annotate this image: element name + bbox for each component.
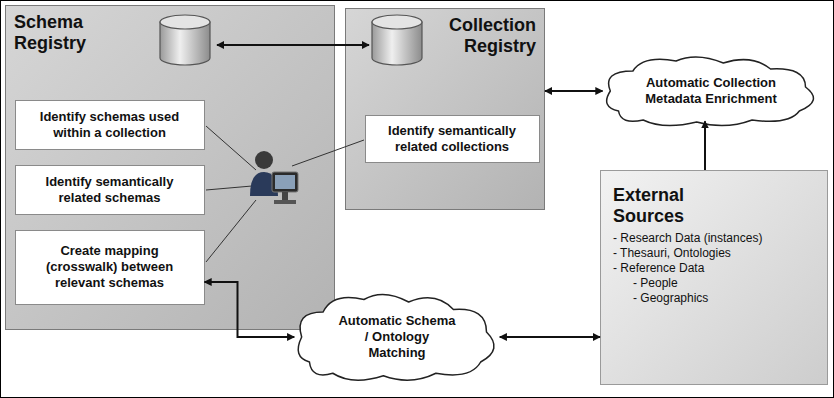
connector-arrow bbox=[545, 90, 603, 92]
list-item: - People bbox=[613, 276, 817, 291]
box-label: Identify semantically related schemas bbox=[16, 170, 204, 210]
task-box: Create mapping (crosswalk) between relev… bbox=[15, 230, 205, 305]
box-label: Create mapping (crosswalk) between relev… bbox=[16, 239, 204, 295]
database-cylinder bbox=[372, 15, 422, 65]
source-box: External Sources - Research Data (instanc… bbox=[600, 170, 828, 385]
box-label: Automatic Collection Metadata Enrichment bbox=[639, 75, 784, 107]
box-label: Automatic Schema / Ontology Matching bbox=[337, 313, 457, 361]
box-label: Identify semantically related collection… bbox=[366, 119, 539, 159]
task-box: Identify schemas used within a collectio… bbox=[15, 100, 205, 150]
connector-arrow bbox=[500, 336, 600, 338]
connector-arrow bbox=[217, 44, 369, 46]
box-title: Schema Registry bbox=[14, 12, 124, 54]
box-title: External Sources bbox=[613, 185, 723, 227]
process-cloud: Automatic Collection Metadata Enrichment bbox=[598, 55, 824, 127]
task-box: Identify semantically related schemas bbox=[15, 165, 205, 215]
list-item: - Geographics bbox=[613, 291, 817, 306]
user-icon bbox=[250, 151, 298, 204]
list-item: - Reference Data bbox=[613, 261, 817, 276]
connector-arrow bbox=[205, 282, 295, 337]
list-item: - Thesauri, Ontologies bbox=[613, 246, 817, 261]
box-title: Collection Registry bbox=[426, 15, 536, 57]
database-cylinder bbox=[160, 15, 210, 65]
box-label: Identify schemas used within a collectio… bbox=[16, 105, 204, 145]
task-box: Identify semantically related collection… bbox=[365, 115, 540, 163]
connector-arrow bbox=[704, 121, 706, 170]
list-item: - Research Data (instances) bbox=[613, 231, 817, 246]
process-cloud: Automatic Schema / Ontology Matching bbox=[290, 292, 504, 382]
leader-lines bbox=[206, 126, 364, 262]
